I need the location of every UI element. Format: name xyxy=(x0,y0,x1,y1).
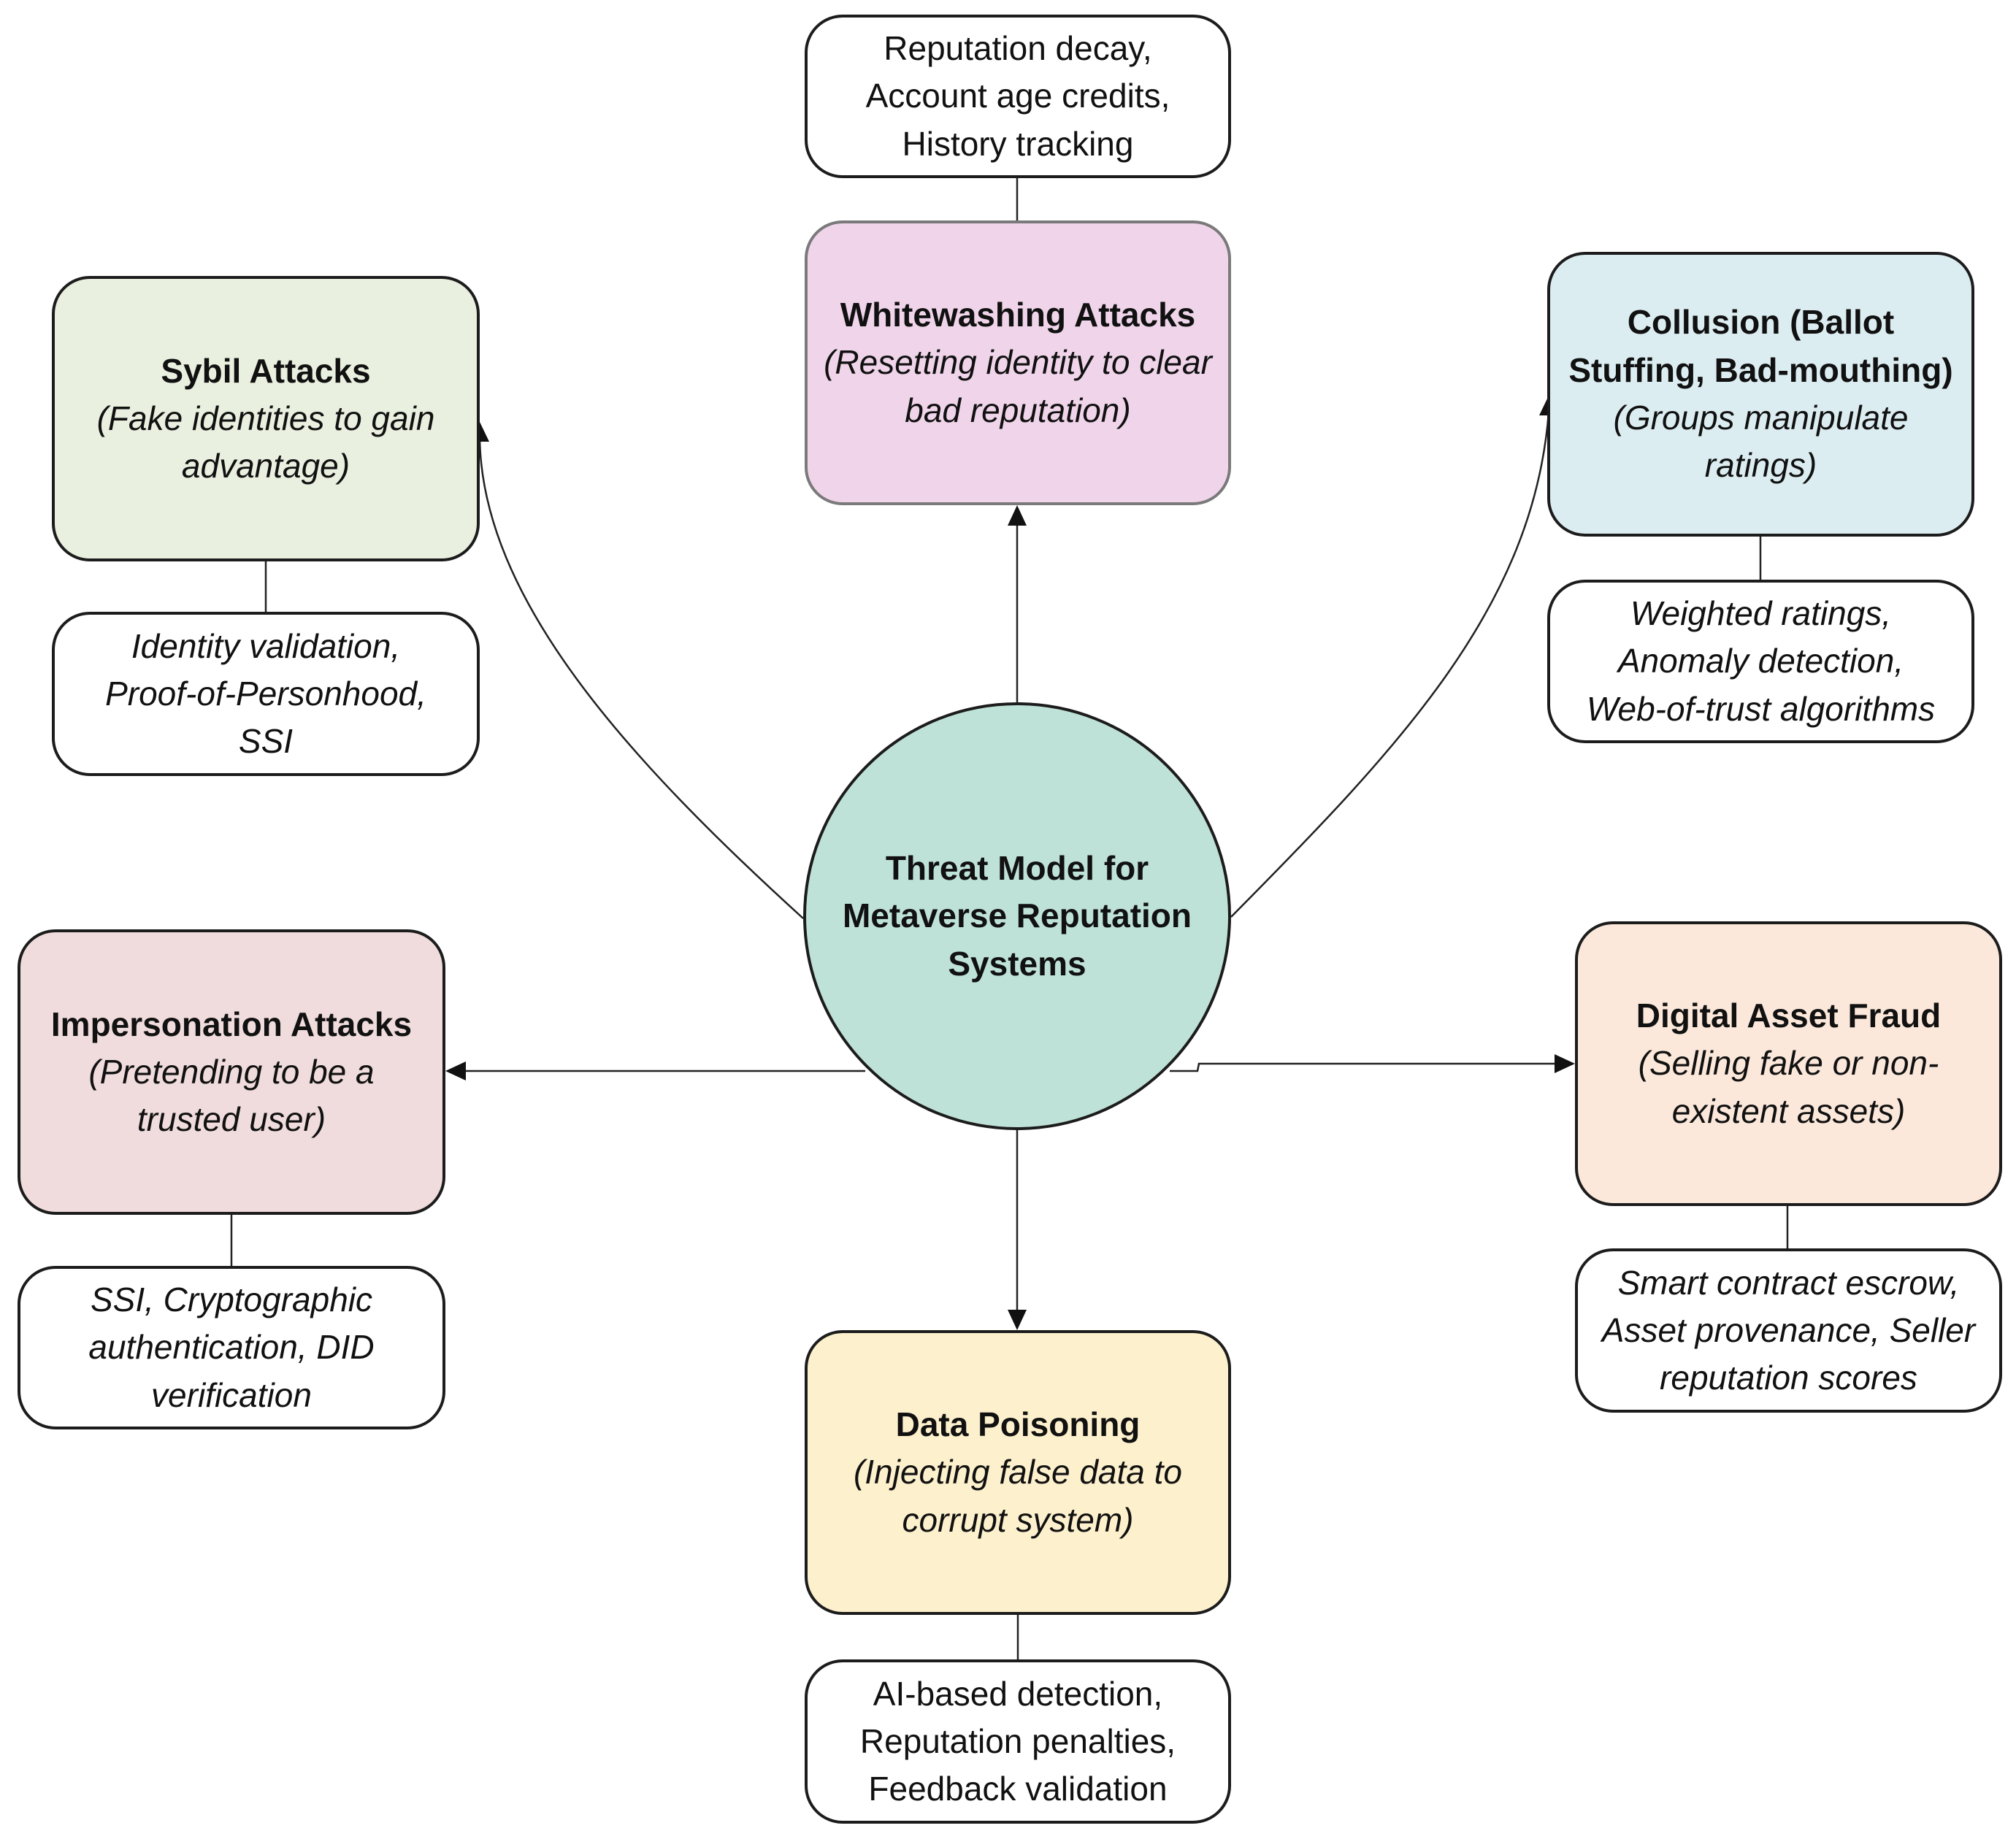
threat-impersonation-desc: (Pretending to be a trusted user) xyxy=(88,1052,375,1139)
threat-sybil: Sybil Attacks (Fake identities to gain a… xyxy=(52,276,480,561)
threat-data-poisoning-desc: (Injecting false data to corrupt system) xyxy=(853,1453,1183,1539)
threat-whitewashing-title: Whitewashing Attacks xyxy=(840,296,1196,334)
arrow-hub-to-sybil xyxy=(478,437,804,919)
arrowhead-impersonation xyxy=(445,1061,466,1080)
threat-collusion-desc: (Groups manipulate ratings) xyxy=(1613,399,1909,485)
threat-asset-fraud: Digital Asset Fraud (Selling fake or non… xyxy=(1575,921,2002,1206)
mitigation-data-poisoning-text: AI-based detection, Reputation penalties… xyxy=(859,1674,1176,1808)
mitigation-whitewashing: Reputation decay, Account age credits, H… xyxy=(805,15,1231,178)
mitigation-sybil-text: Identity validation, Proof-of-Personhood… xyxy=(105,626,426,761)
threat-impersonation: Impersonation Attacks (Pretending to be … xyxy=(18,929,445,1215)
arrowhead-whitewashing xyxy=(1008,505,1027,526)
threat-collusion: Collusion (Ballot Stuffing, Bad-mouthing… xyxy=(1547,252,1974,537)
mitigation-collusion-text: Weighted ratings, Anomaly detection, Web… xyxy=(1586,594,1936,728)
mitigation-asset-fraud-text: Smart contract escrow, Asset provenance,… xyxy=(1601,1263,1976,1397)
threat-sybil-desc: (Fake identities to gain advantage) xyxy=(96,399,435,485)
arrow-hub-to-asset-fraud xyxy=(1170,1062,1555,1072)
threat-asset-fraud-desc: (Selling fake or non-existent assets) xyxy=(1638,1044,1939,1130)
arrow-hub-to-collusion xyxy=(1230,412,1550,918)
mitigation-sybil: Identity validation, Proof-of-Personhood… xyxy=(52,612,480,776)
threat-asset-fraud-title: Digital Asset Fraud xyxy=(1636,997,1942,1035)
hub-label: Threat Model for Metaverse Reputation Sy… xyxy=(842,849,1192,983)
mitigation-collusion: Weighted ratings, Anomaly detection, Web… xyxy=(1547,580,1974,743)
threat-sybil-title: Sybil Attacks xyxy=(161,351,371,390)
arrowhead-asset-fraud xyxy=(1555,1054,1575,1073)
mitigation-asset-fraud: Smart contract escrow, Asset provenance,… xyxy=(1575,1248,2002,1413)
arrowhead-data-poisoning xyxy=(1008,1310,1027,1330)
mitigation-impersonation-text: SSI, Cryptographic authentication, DID v… xyxy=(88,1281,375,1414)
threat-whitewashing: Whitewashing Attacks (Resetting identity… xyxy=(805,220,1231,505)
threat-impersonation-title: Impersonation Attacks xyxy=(50,1005,413,1043)
threat-data-poisoning-title: Data Poisoning xyxy=(895,1405,1141,1444)
threat-model-hub: Threat Model for Metaverse Reputation Sy… xyxy=(803,702,1231,1130)
threat-data-poisoning: Data Poisoning (Injecting false data to … xyxy=(805,1330,1231,1615)
mitigation-whitewashing-text: Reputation decay, Account age credits, H… xyxy=(865,29,1170,163)
mitigation-data-poisoning: AI-based detection, Reputation penalties… xyxy=(805,1659,1231,1824)
threat-whitewashing-desc: (Resetting identity to clear bad reputat… xyxy=(824,343,1212,429)
threat-collusion-title: Collusion (Ballot Stuffing, Bad-mouthing… xyxy=(1568,303,1953,389)
mitigation-impersonation: SSI, Cryptographic authentication, DID v… xyxy=(18,1266,445,1429)
